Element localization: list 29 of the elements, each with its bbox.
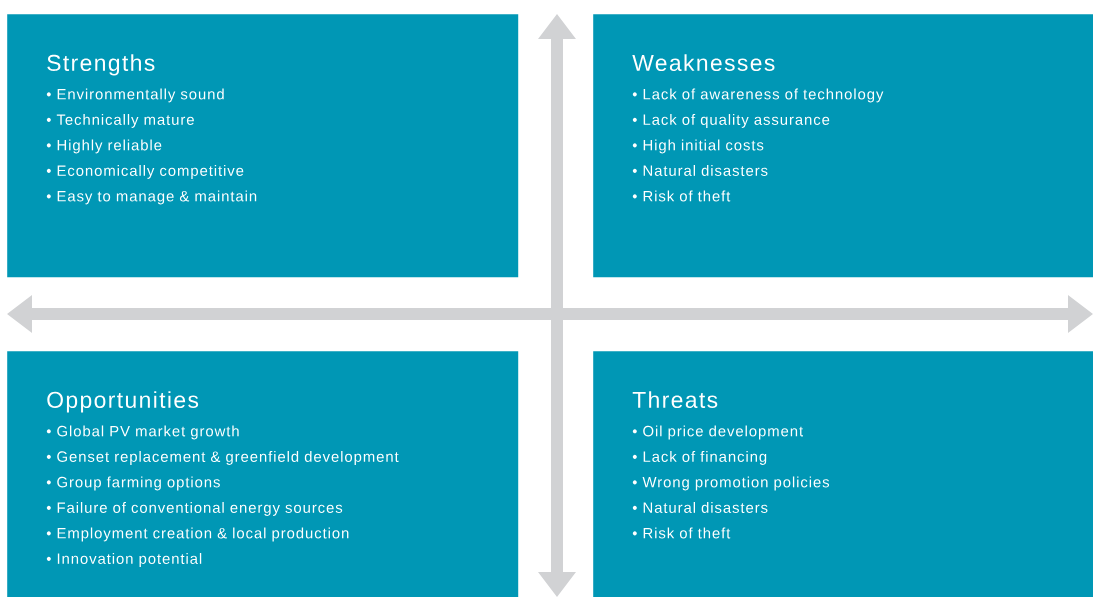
bullet-item: • Risk of theft bbox=[632, 190, 731, 202]
heading: Threats bbox=[632, 391, 718, 408]
swot-box bbox=[7, 351, 519, 597]
swot-box bbox=[7, 14, 519, 278]
bullet-item: • Global PV market growth bbox=[46, 425, 239, 440]
swot-box bbox=[593, 351, 1093, 597]
bullet-item: • Lack of quality assurance bbox=[632, 113, 830, 128]
bullet-item: • Technically mature bbox=[46, 113, 194, 128]
bullet-item: • Lack of financing bbox=[632, 450, 767, 465]
bullet-item: • Wrong promotion policies bbox=[632, 476, 830, 491]
bullet-item: • Genset replacement & greenfield development bbox=[46, 450, 399, 465]
heading: Strengths bbox=[47, 54, 155, 76]
heading: Weaknesses bbox=[632, 54, 775, 71]
bullet-item: • Natural disasters bbox=[632, 165, 768, 176]
bullet-item: • Economically competitive bbox=[46, 165, 244, 179]
bullet-item: • Oil price development bbox=[632, 425, 803, 440]
bullet-item: • Lack of awareness of technology bbox=[632, 88, 884, 103]
bullet-item: • Highly reliable bbox=[46, 139, 162, 154]
heading: Opportunities bbox=[47, 391, 199, 413]
bullet-item: • Group farming options bbox=[46, 476, 220, 491]
bullet-item: • Easy to manage & maintain bbox=[46, 190, 257, 205]
bullet-item: • Failure of conventional energy sources bbox=[46, 502, 343, 516]
bullet-item: • Natural disasters bbox=[632, 502, 768, 513]
bullet-item: • Risk of theft bbox=[632, 527, 731, 539]
swot-box bbox=[593, 14, 1093, 278]
bullet-item: • Innovation potential bbox=[46, 553, 202, 567]
bullet-item: • High initial costs bbox=[632, 139, 764, 154]
bullet-item: • Environmentally sound bbox=[46, 88, 224, 103]
bullet-item: • Employment creation & local production bbox=[46, 527, 349, 542]
